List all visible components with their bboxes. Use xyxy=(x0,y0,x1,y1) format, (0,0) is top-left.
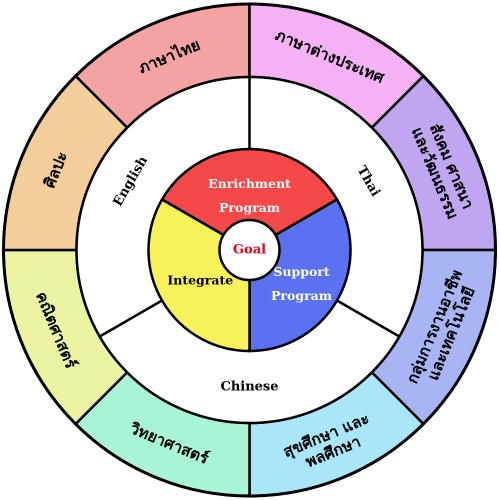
program-label-line: Support xyxy=(273,263,330,278)
program-label-3: Integrate xyxy=(167,272,233,287)
goal-label: Goal xyxy=(233,243,266,258)
language-label-chinese: Chinese xyxy=(220,380,278,395)
program-label-line: Program xyxy=(219,200,280,215)
language-divider-3 xyxy=(99,299,163,338)
language-divider-2 xyxy=(336,299,400,338)
program-label-line: Enrichment xyxy=(208,176,291,191)
program-label-line: Program xyxy=(271,287,332,302)
program-label-line: Integrate xyxy=(167,272,233,287)
goal-circle xyxy=(218,218,281,282)
